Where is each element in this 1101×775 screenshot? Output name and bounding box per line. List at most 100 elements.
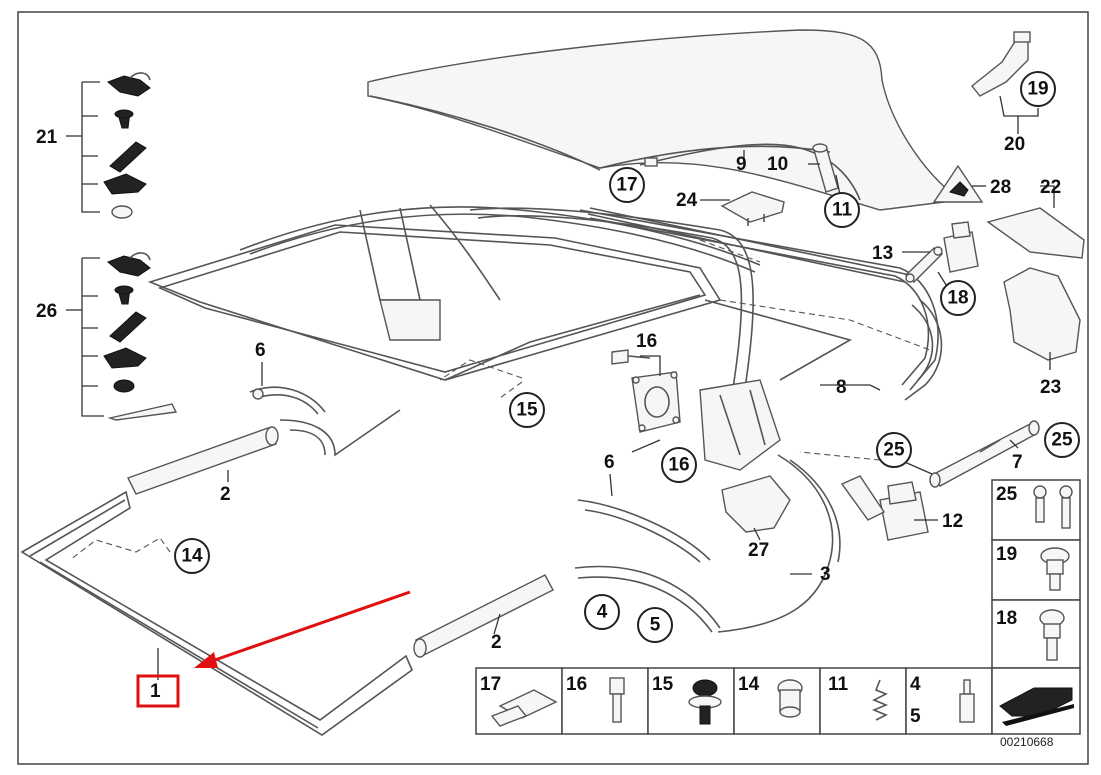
callout-15-circled: 15 xyxy=(509,392,545,428)
legend-bottom-14: 14 xyxy=(738,674,760,695)
legend-bottom-15: 15 xyxy=(652,674,674,695)
top-frame xyxy=(147,204,939,471)
document-number: 00210668 xyxy=(1000,735,1054,749)
warning-label-28 xyxy=(932,164,984,203)
callout-21: 21 xyxy=(36,127,58,148)
stud-icon xyxy=(959,679,975,723)
expanding-rivet-icon xyxy=(688,679,722,725)
callout-24: 24 xyxy=(676,190,698,211)
callout-25-circled-right: 25 xyxy=(1044,422,1080,458)
leader-lines xyxy=(66,95,1055,680)
arrow-sign-icon xyxy=(999,687,1074,726)
svg-text:15: 15 xyxy=(516,400,538,421)
svg-text:4: 4 xyxy=(597,602,608,623)
legend-bottom: 17 16 15 14 11 4 5 xyxy=(475,667,1081,735)
callout-19-circled: 19 xyxy=(1020,71,1056,107)
svg-text:25: 25 xyxy=(1051,430,1073,451)
svg-text:19: 19 xyxy=(1027,79,1048,100)
bracket-24 xyxy=(720,191,785,226)
seal-6-lower xyxy=(577,499,711,563)
callout-27: 27 xyxy=(748,540,769,561)
legend-right-19: 19 xyxy=(996,544,1017,565)
callout-20: 20 xyxy=(1004,134,1025,155)
svg-text:17: 17 xyxy=(616,175,637,196)
callout-2-upper: 2 xyxy=(220,484,231,505)
callout-labels: 21 26 9 10 24 20 22 28 13 23 8 6 6 7 12 … xyxy=(36,127,1061,702)
ball-stud-icon xyxy=(1033,485,1073,529)
callout-12: 12 xyxy=(942,511,963,532)
bracket-27 xyxy=(721,475,791,533)
foam-pad-icon xyxy=(490,689,558,727)
seal-side-left xyxy=(279,409,401,457)
callout-1: 1 xyxy=(150,681,161,702)
strap-9 xyxy=(639,143,861,201)
highlight-arrowhead xyxy=(194,652,218,668)
spring-icon xyxy=(871,679,889,721)
callout-10: 10 xyxy=(767,154,788,175)
svg-text:18: 18 xyxy=(947,288,968,309)
legend-bottom-5: 5 xyxy=(910,706,921,727)
shoulder-bolt-icon xyxy=(1040,547,1070,591)
legend-bottom-11: 11 xyxy=(828,674,849,695)
circled-callouts: 19 17 11 18 15 16 25 25 14 4 5 xyxy=(174,71,1080,643)
callout-5-circled: 5 xyxy=(637,607,673,643)
bracket-20 xyxy=(971,31,1031,97)
seal-8 xyxy=(904,299,943,401)
seal-2-lower xyxy=(413,574,554,658)
hydraulic-unit xyxy=(943,221,979,273)
callout-13: 13 xyxy=(872,243,893,264)
seal-3 xyxy=(717,454,841,633)
callout-2-lower: 2 xyxy=(491,632,502,653)
callout-25-circled-left: 25 xyxy=(876,432,912,468)
callout-6-lower: 6 xyxy=(604,452,615,473)
callout-9: 9 xyxy=(736,154,747,175)
highlight-arrow xyxy=(211,590,411,663)
legend-right: 25 19 18 xyxy=(991,479,1081,669)
legend-bottom-16: 16 xyxy=(566,674,587,695)
seal-2-upper xyxy=(127,426,279,495)
callout-14-circled: 14 xyxy=(174,538,210,574)
svg-text:16: 16 xyxy=(668,455,689,476)
clip-set-26 xyxy=(81,252,178,421)
callout-16-label: 16 xyxy=(636,331,657,352)
svg-text:5: 5 xyxy=(650,615,661,636)
legend-bottom-4: 4 xyxy=(910,674,921,695)
callout-17-circled: 17 xyxy=(609,167,645,203)
legend-bottom-17: 17 xyxy=(480,674,501,695)
callout-11-circled: 11 xyxy=(824,192,860,228)
callout-26: 26 xyxy=(36,301,57,322)
callout-7: 7 xyxy=(1012,452,1023,473)
callout-3: 3 xyxy=(820,564,831,585)
seal-4-5 xyxy=(574,565,721,633)
svg-text:11: 11 xyxy=(832,200,853,221)
callout-16-circled: 16 xyxy=(661,447,697,483)
callout-28: 28 xyxy=(990,177,1011,198)
bracket-23 xyxy=(1003,267,1081,361)
seal-6-upper xyxy=(249,386,326,415)
diagram-frame xyxy=(17,11,1089,765)
gas-strut-7 xyxy=(929,420,1040,488)
dashed-references xyxy=(69,239,931,561)
cover-22 xyxy=(986,207,1085,259)
legend-right-25: 25 xyxy=(996,484,1018,505)
svg-text:14: 14 xyxy=(181,546,203,567)
bolt-icon xyxy=(609,677,625,723)
svg-text:25: 25 xyxy=(883,440,905,461)
callout-8: 8 xyxy=(836,377,847,398)
callout-23: 23 xyxy=(1040,377,1061,398)
pin-icon xyxy=(1039,609,1065,661)
callout-4-circled: 4 xyxy=(584,594,620,630)
callout-6-upper: 6 xyxy=(255,340,266,361)
soft-top-canvas xyxy=(367,29,962,211)
gasket-16 xyxy=(611,349,681,433)
callout-18-circled: 18 xyxy=(940,280,976,316)
grommet-icon xyxy=(777,679,803,718)
link-13 xyxy=(904,246,944,283)
highlight-annotation xyxy=(136,590,411,708)
legend-right-18: 18 xyxy=(996,608,1017,629)
highlight-box xyxy=(136,674,180,708)
callout-22: 22 xyxy=(1040,177,1061,198)
clip-set-21 xyxy=(81,72,151,219)
lock-12 xyxy=(840,475,929,541)
seal-front-1 xyxy=(20,490,413,736)
